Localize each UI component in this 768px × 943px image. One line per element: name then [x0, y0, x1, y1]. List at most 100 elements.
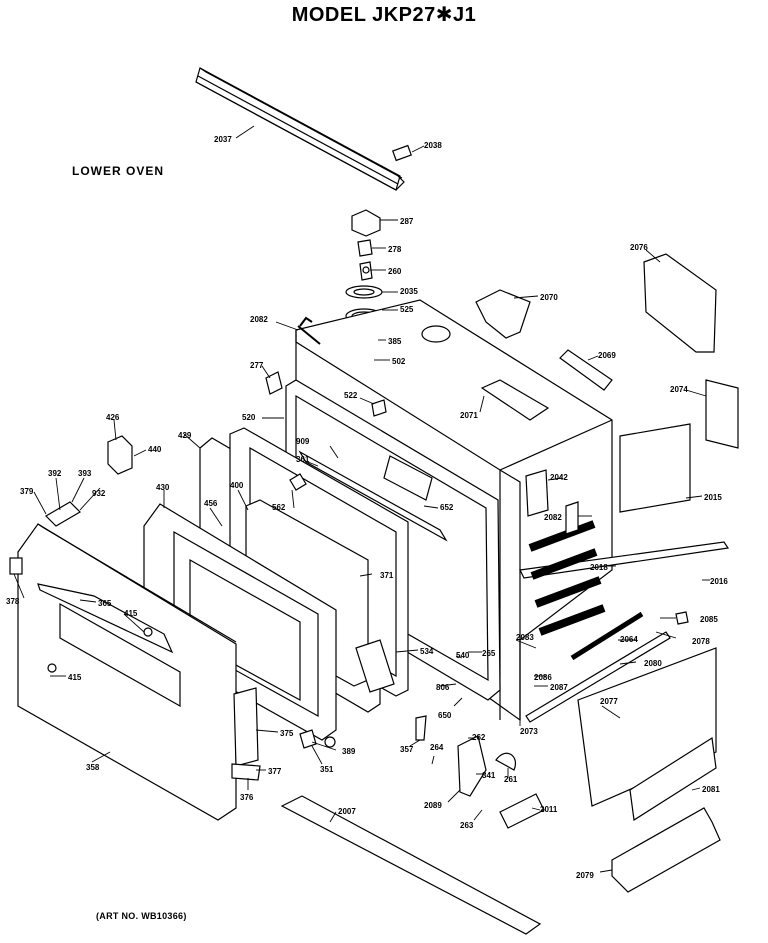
part-label: 375 [280, 729, 294, 738]
kick-panel-drawing [280, 795, 542, 935]
part-label: 358 [86, 763, 100, 772]
part-label: 932 [92, 489, 106, 498]
part-label: 520 [242, 413, 256, 422]
part-label: 2071 [460, 411, 478, 420]
part-label: 2081 [702, 785, 720, 794]
part-label: 377 [268, 767, 282, 776]
part-label: 2038 [424, 141, 442, 150]
part-label: 502 [392, 357, 406, 366]
part-label: 415 [68, 673, 82, 682]
clip-drawing [392, 144, 412, 162]
part-label: 534 [420, 647, 434, 656]
part-label: 2076 [630, 243, 648, 252]
diagram-subtitle: LOWER OVEN [72, 164, 165, 178]
outer-door-drawing [17, 523, 237, 821]
part-261-drawing [495, 752, 516, 771]
diagram-title: MODEL JKP27✱J1 [291, 4, 477, 26]
part-label: 263 [460, 821, 474, 830]
part-label: 2070 [540, 293, 558, 302]
part-label: 562 [272, 503, 286, 512]
part-label: 393 [78, 469, 92, 478]
part-label: 429 [178, 431, 192, 440]
part-2011-drawing [499, 793, 545, 829]
part-label: 2080 [644, 659, 662, 668]
part-label: 650 [438, 711, 452, 720]
part-label: 2064 [620, 635, 638, 644]
part-label: 2079 [576, 871, 594, 880]
trim-2080-drawing [525, 631, 671, 723]
part-labels: 2037 2038 287 278 260 2035 525 385 502 2… [6, 135, 728, 880]
part-label: 264 [430, 743, 444, 752]
leader-lines [13, 125, 710, 873]
bracket-534-drawing [355, 639, 395, 693]
side-panel-drawing [705, 379, 739, 449]
part-label: 2018 [590, 563, 608, 572]
part-label: 540 [456, 651, 470, 660]
hinge-375-drawing [233, 687, 259, 767]
part-label: 278 [388, 245, 402, 254]
top-bracket-drawing [475, 289, 531, 339]
part-522-drawing [371, 399, 387, 417]
part-label: 357 [400, 745, 414, 754]
gasket-drawing [298, 450, 448, 542]
bracket-2082-drawing [565, 501, 579, 535]
part-label: 2083 [516, 633, 534, 642]
part-label: 2078 [692, 637, 710, 646]
broil-element-drawing [480, 379, 550, 421]
part-label: 2086 [534, 673, 552, 682]
back-shield-drawing [643, 253, 717, 353]
part-label: 351 [320, 765, 334, 774]
part-label: 652 [440, 503, 454, 512]
latch-drawing [9, 557, 23, 575]
part-label: 379 [20, 487, 34, 496]
part-357-drawing [415, 715, 427, 741]
part-label: 2085 [700, 615, 718, 624]
part-label: 261 [504, 775, 518, 784]
part-label: 2087 [550, 683, 568, 692]
part-562-drawing [289, 473, 307, 491]
hinge-376-drawing [231, 763, 261, 781]
part-label: 2089 [424, 801, 442, 810]
part-label: 2011 [540, 805, 558, 814]
part-label: 440 [148, 445, 162, 454]
part-label: 361 [296, 455, 310, 464]
part-label: 287 [400, 217, 414, 226]
side-wrapper-drawing [619, 423, 691, 513]
part-389-drawing [324, 736, 336, 748]
part-label: 2042 [550, 473, 568, 482]
rod-2064-drawing [570, 611, 644, 661]
bracket-379-drawing [45, 501, 81, 527]
part-label: 2077 [600, 697, 618, 706]
part-label: 2007 [338, 807, 356, 816]
element-2018-drawing [519, 541, 730, 579]
part-label: 806 [436, 683, 450, 692]
part-label: 385 [388, 337, 402, 346]
part-label: 522 [344, 391, 358, 400]
part-label: 2037 [214, 135, 232, 144]
part-label: 392 [48, 469, 62, 478]
part-341-drawing [457, 735, 487, 797]
part-label: 260 [388, 267, 402, 276]
part-label: 525 [400, 305, 414, 314]
art-number: (ART NO. WB10366) [96, 911, 187, 921]
part-label: 2069 [598, 351, 616, 360]
panel-2081-drawing [629, 736, 717, 822]
part-label: 426 [106, 413, 120, 422]
part-label: 277 [250, 361, 264, 370]
top-trim-drawing [195, 67, 405, 191]
part-label: 376 [240, 793, 254, 802]
part-351-drawing [299, 729, 317, 749]
part-label: 371 [380, 571, 394, 580]
part-label: 2016 [710, 577, 728, 586]
louvers-drawing [528, 520, 606, 636]
part-label: 2082 [250, 315, 268, 324]
part-label: 415 [124, 609, 138, 618]
plate-drawing [559, 349, 613, 391]
part-label: 389 [342, 747, 356, 756]
part-label: 265 [482, 649, 496, 658]
part-label: 909 [296, 437, 310, 446]
part-label: 430 [156, 483, 170, 492]
part-label: 2082 [544, 513, 562, 522]
bracket-2042-drawing [525, 469, 549, 517]
